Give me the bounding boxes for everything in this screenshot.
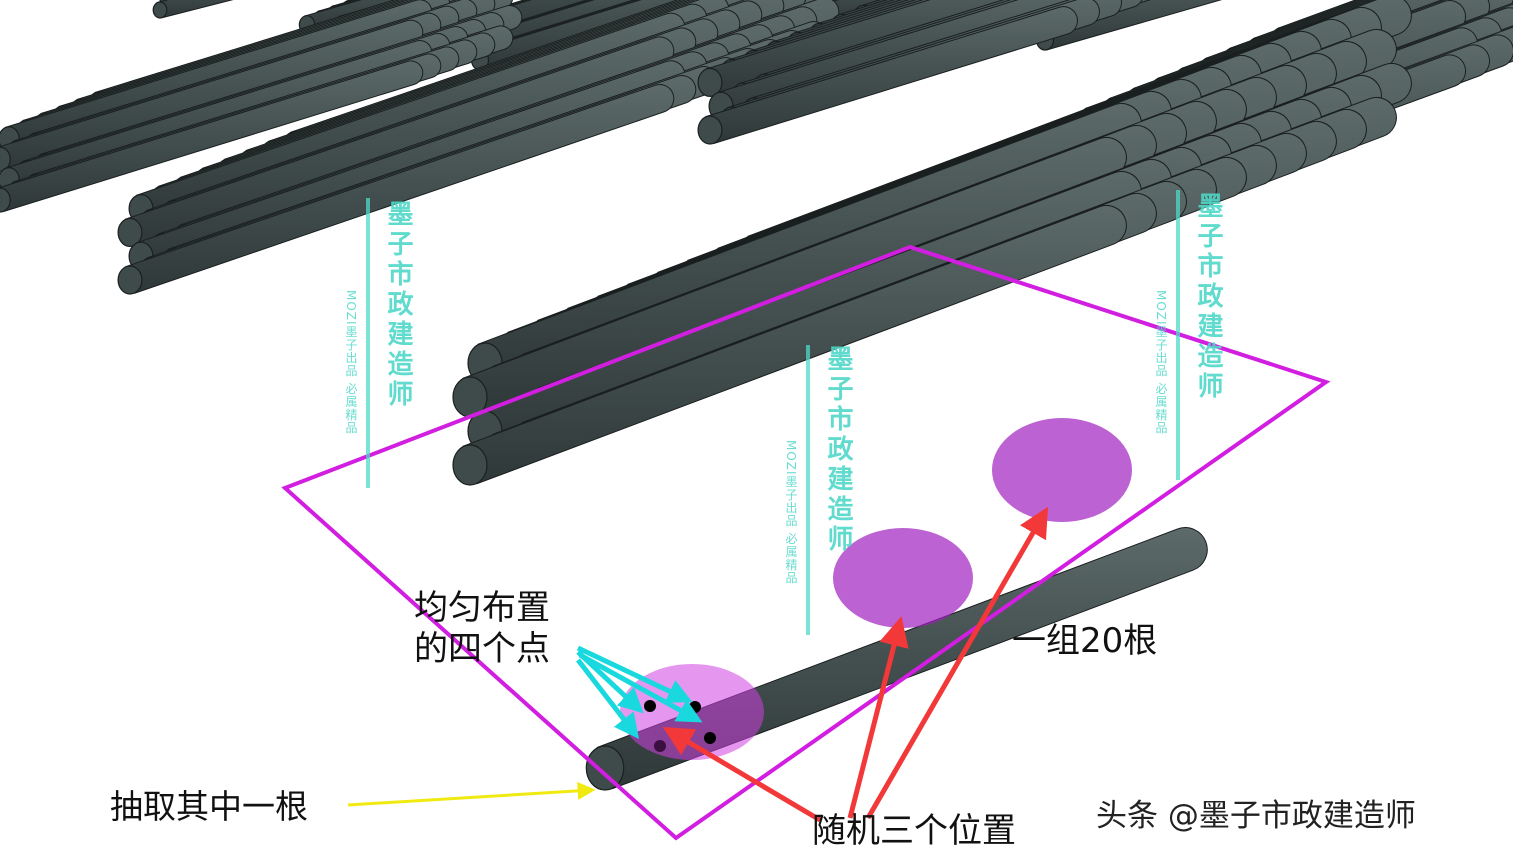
sample-point — [689, 701, 701, 713]
sample-point — [654, 740, 666, 752]
rebar-pipe-end — [585, 745, 625, 791]
rebar-pipe-end — [117, 265, 143, 295]
watermark-brand: 墨子市政建造师 — [1193, 192, 1223, 402]
selection-frame — [281, 244, 1331, 841]
label-group-count: 一组20根 — [1012, 621, 1158, 661]
watermark-sub: MOZI墨子出品 必属精品 — [344, 290, 358, 435]
sample-point — [704, 732, 716, 744]
rebar-pipe — [124, 84, 675, 294]
watermark-sub: MOZI墨子出品 必属精品 — [1154, 290, 1168, 435]
highlight-spot-mid — [833, 528, 973, 628]
watermark-brand: 墨子市政建造师 — [383, 200, 413, 410]
rebar-pipe-end — [452, 444, 488, 486]
watermark-brand: 墨子市政建造师 — [823, 345, 853, 555]
watermark-sub: MOZI墨子出品 必属精品 — [784, 440, 798, 585]
rebar-pipe-end — [697, 115, 723, 145]
red-arrow — [847, 616, 909, 819]
yellow-arrow — [347, 781, 596, 807]
red-arrow — [662, 726, 822, 823]
rebar-pipe — [462, 204, 1127, 485]
label-random-positions: 随机三个位置 — [812, 811, 1016, 851]
rebar-pipe-end — [0, 146, 11, 172]
rebar-pipe — [157, 0, 234, 19]
watermark-bar — [806, 345, 810, 635]
watermark-bar — [366, 198, 370, 488]
rebar-bundles — [0, 0, 1513, 791]
cyan-arrow — [578, 652, 703, 723]
rebar-pipe-end — [117, 217, 143, 247]
label-extract-one: 抽取其中一根 — [110, 787, 308, 826]
cyan-arrow — [576, 658, 640, 739]
rebar-pipe — [0, 60, 424, 213]
rebar-pipe-end — [152, 1, 168, 19]
highlight-spot-far — [992, 418, 1132, 522]
cyan-arrows — [576, 645, 703, 739]
red-arrow — [865, 506, 1049, 820]
rebar-pipe-end — [0, 187, 11, 213]
red-arrows — [662, 506, 1049, 823]
rebar-pipe — [705, 6, 1078, 145]
sample-point — [644, 700, 656, 712]
watermark-corner: 头条 @墨子市政建造师 — [1096, 798, 1416, 834]
rebar-pipe — [1041, 0, 1223, 51]
cyan-arrow — [576, 645, 693, 703]
rebar-pipe-end — [697, 67, 723, 98]
watermark-bar — [1176, 190, 1180, 480]
label-uniform-points: 均匀布置 的四个点 — [414, 588, 550, 669]
